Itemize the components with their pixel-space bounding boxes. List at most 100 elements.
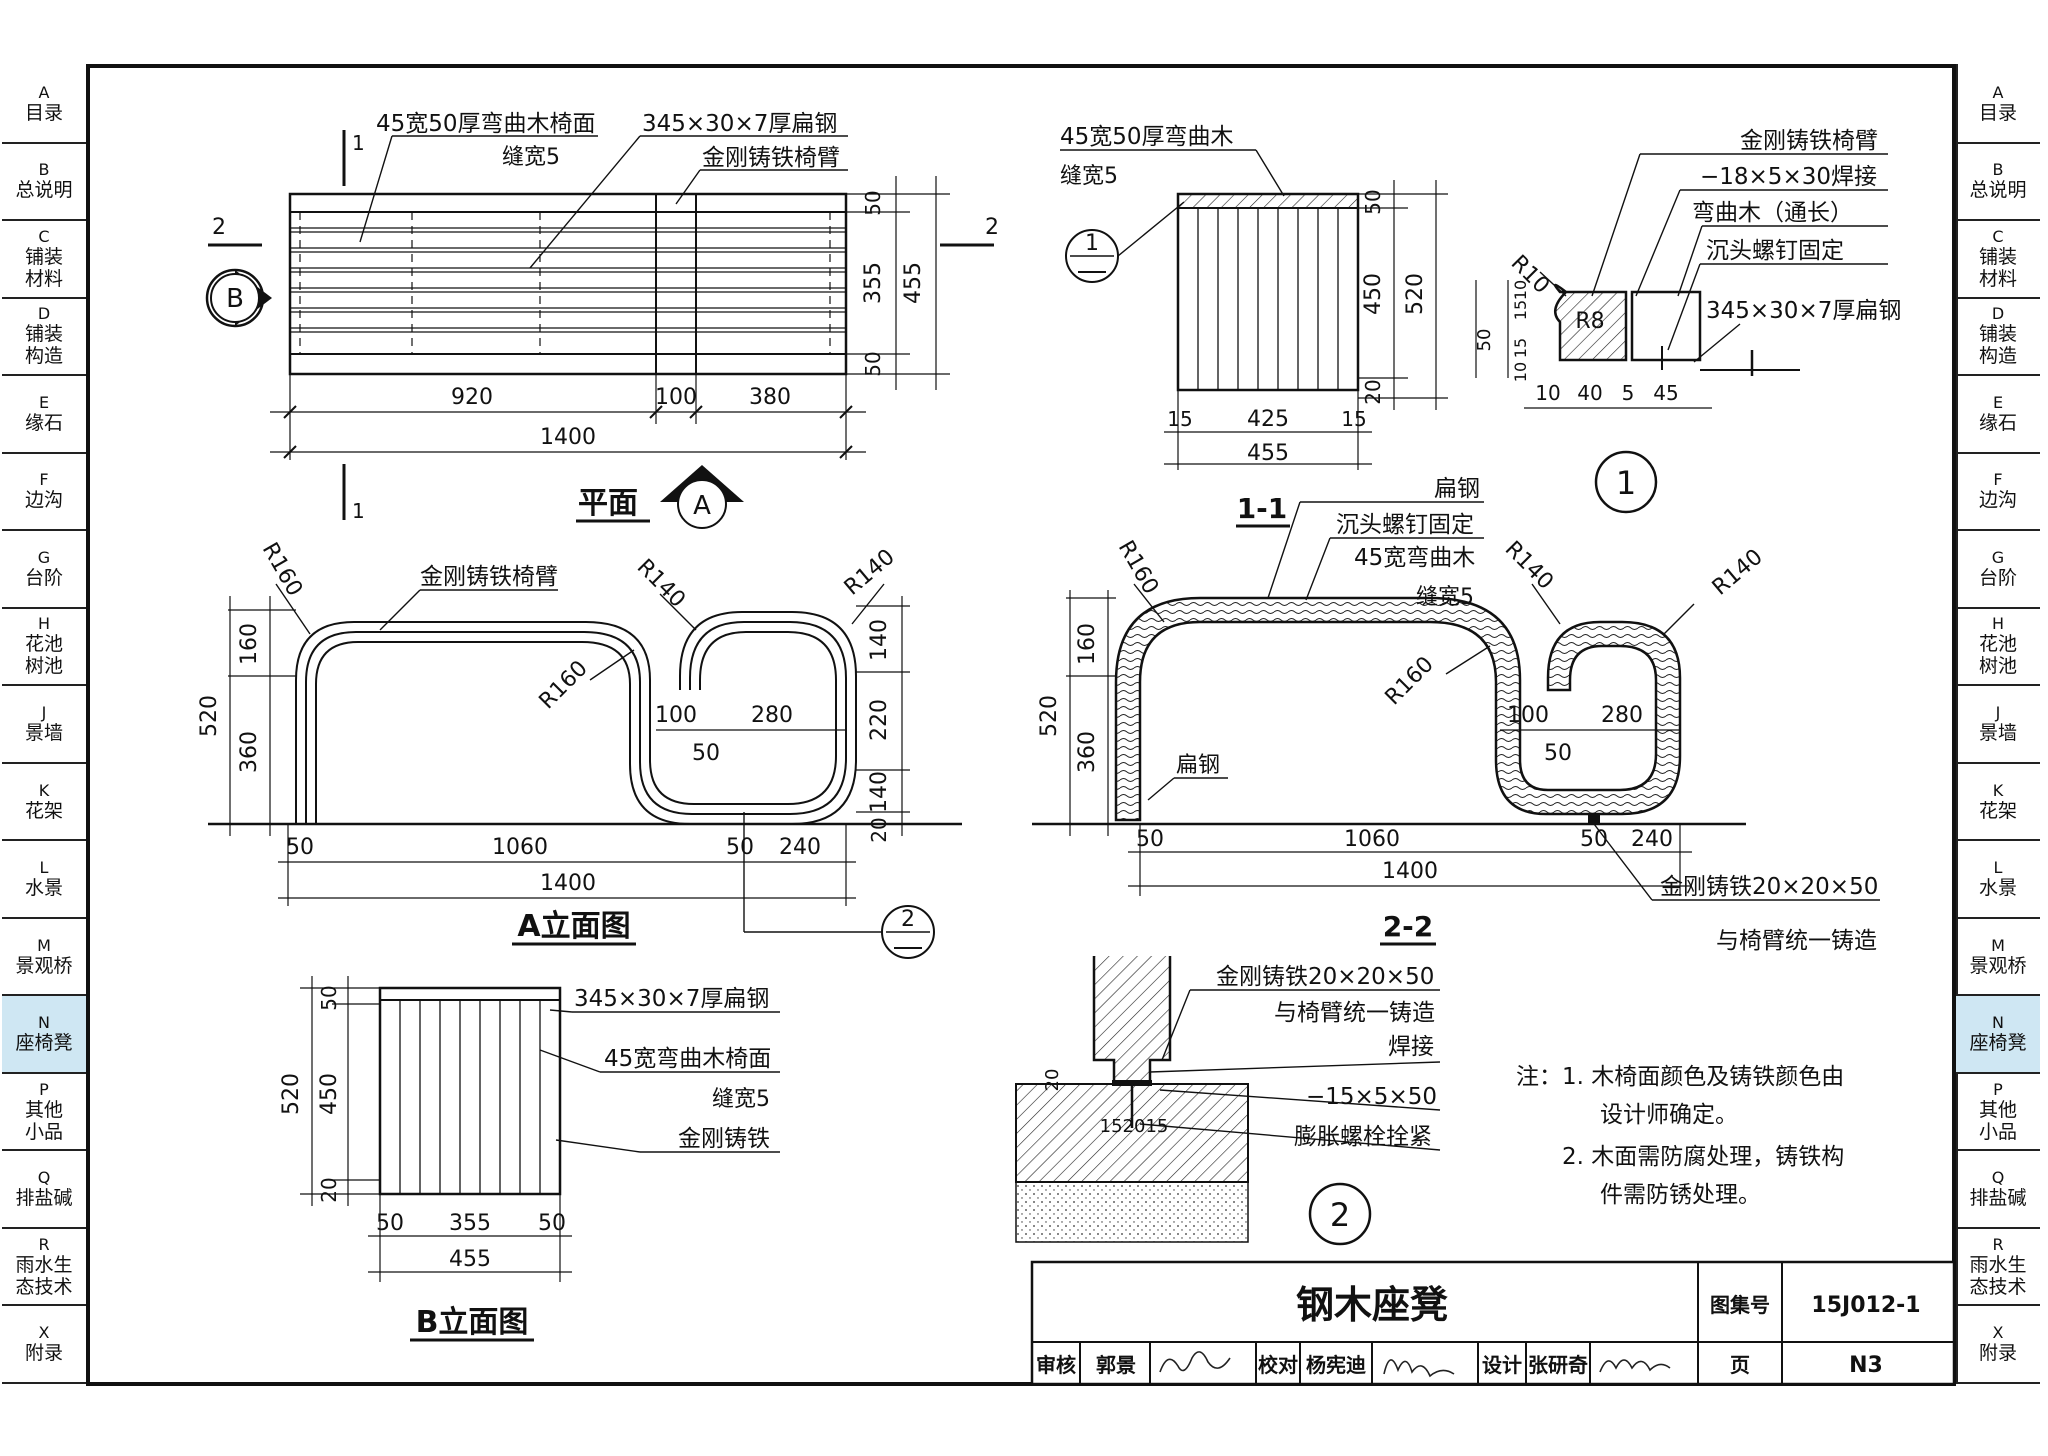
tab-code: A	[1992, 82, 2004, 102]
drawing-annotation: 355	[449, 1211, 491, 1236]
drawing-annotation: R160	[1381, 652, 1439, 710]
sheet-frame	[86, 64, 1956, 1386]
drawing-annotation: 920	[451, 385, 493, 410]
tab-code: C	[1992, 226, 2004, 246]
detail-2: 金刚铸铁20×20×50 与椅臂统一铸造 焊接 −15×5×50 膨胀螺栓拴紧 …	[1015, 956, 1441, 1246]
tab-code: E	[38, 392, 50, 412]
drawing-annotation: 1. 木椅面颜色及铸铁颜色由	[1562, 1064, 1844, 1090]
tab-label: 附录	[24, 1342, 63, 1365]
tab-code: X	[1992, 1323, 2004, 1343]
drawing-annotation: 140	[867, 619, 892, 661]
drawing-annotation: 50	[317, 985, 341, 1010]
tab-code: F	[1993, 470, 2003, 490]
drawing-annotation: 1060	[1344, 827, 1400, 852]
section22-iron-label: 金刚铸铁20×20×50	[1660, 874, 1878, 900]
section-2-label-left: 2	[212, 215, 226, 240]
drawing-annotation: 缝宽5	[1416, 585, 1474, 610]
tab-code: J	[41, 702, 47, 722]
drawing-annotation: 100	[655, 385, 697, 410]
plan-title: 平面	[578, 486, 638, 521]
drawing-annotation: R160	[257, 539, 307, 601]
drawing-annotation: 40	[1577, 381, 1602, 405]
tab-code: R	[1992, 1234, 2004, 1254]
drawing-annotation: 1060	[492, 835, 548, 860]
tab-label: 景观桥	[15, 954, 73, 977]
tab-label: 水景	[1978, 877, 2017, 900]
drawing-annotation: 沉头螺钉固定	[1706, 238, 1844, 264]
drawing-annotation: R140	[632, 555, 690, 613]
drawing-annotation: 扁钢	[1176, 753, 1220, 778]
tab-label: 目录	[1978, 101, 2017, 124]
signature-review	[1159, 1351, 1231, 1373]
tab-label: 景观桥	[1969, 954, 2027, 977]
tab-code: H	[1991, 614, 2005, 634]
tab-label: 其他 小品	[24, 1098, 63, 1143]
section22-flat-label: 扁钢	[1434, 476, 1480, 502]
plan-seat-label: 45宽50厚弯曲木椅面	[376, 111, 596, 137]
tab-code: X	[38, 1323, 50, 1343]
tab-label: 排盐碱	[15, 1187, 73, 1210]
drawing-annotation: 张研奇	[1528, 1353, 1588, 1377]
drawing-annotation: 20	[867, 817, 891, 842]
drawing-annotation: 校对	[1258, 1353, 1298, 1377]
elevation-a: 金刚铸铁椅臂 R160 R140 R140 R160 100 280 50 52…	[197, 539, 962, 959]
tab-code: E	[1992, 392, 2004, 412]
drawing-annotation: 缝宽5	[1060, 164, 1118, 189]
drawing-annotation: 件需防锈处理。	[1600, 1182, 1761, 1208]
drawing-annotation: 焊接	[1388, 1034, 1434, 1060]
atlas-number: 15J012-1	[1811, 1293, 1920, 1318]
drawing-annotation: 弯曲木（通长）	[1692, 200, 1853, 226]
drawing-annotation: 缝宽5	[712, 1087, 770, 1112]
tab-label: 雨水生 态技术	[1969, 1253, 2027, 1298]
drawing-annotation: 20	[1361, 379, 1385, 404]
tab-label: 总说明	[15, 179, 73, 202]
drawing-annotation: 1400	[1382, 859, 1438, 884]
drawing-annotation: 50	[1544, 741, 1572, 766]
drawing-annotation: 10	[1511, 362, 1530, 382]
drawing-annotation: R140	[840, 545, 900, 601]
tab-code: F	[39, 470, 49, 490]
plan-steel-label: 345×30×7厚扁钢	[642, 111, 837, 137]
tab-code: N	[38, 1013, 50, 1033]
drawing-annotation: R160	[535, 656, 593, 714]
tab-code: P	[1993, 1079, 2003, 1099]
drawing-annotation: 与椅臂统一铸造	[1274, 1000, 1435, 1026]
drawing-annotation: 15	[1511, 300, 1530, 320]
drawing-annotation: 50	[1580, 827, 1608, 852]
